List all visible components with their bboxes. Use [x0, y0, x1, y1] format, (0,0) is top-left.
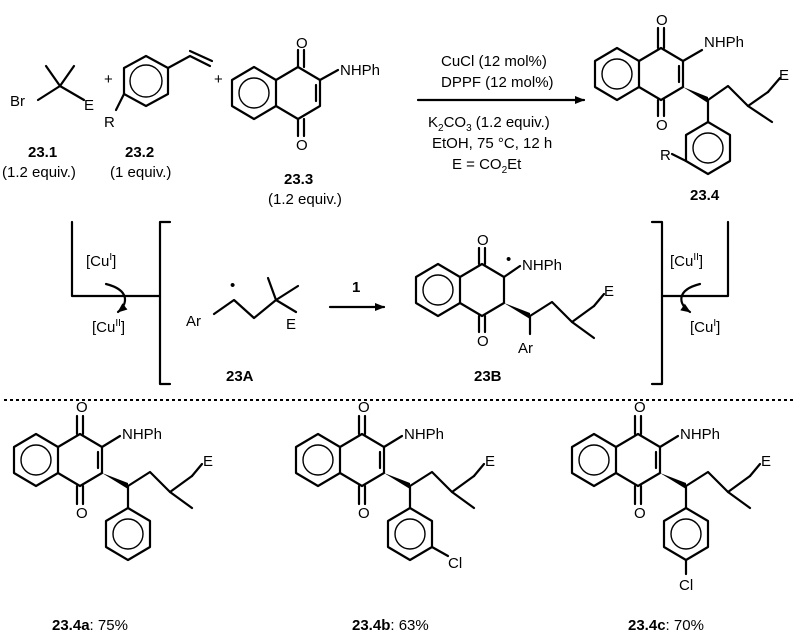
atom-o-bottom: O [76, 505, 88, 522]
condition-base: K2CO3 (1.2 equiv.) [428, 114, 550, 134]
atom-o-bottom: O [477, 333, 489, 350]
atom-ar: Ar [186, 313, 201, 330]
right-cu-i: [CuI] [690, 318, 720, 336]
reagent-23-3-structure: O O NHPh [230, 35, 380, 154]
atom-e: E [84, 97, 94, 114]
product-label-23-4c: 23.4c: 70% [628, 617, 704, 634]
product-23-4-structure: O O NHPh E R [593, 12, 789, 176]
atom-o-bottom: O [656, 117, 668, 134]
atom-r: R [104, 114, 115, 131]
left-cycle-line [70, 220, 162, 298]
intermediate-label-23b: 23B [474, 368, 502, 385]
atom-o-top: O [477, 232, 489, 249]
atom-o-top: O [76, 399, 88, 416]
atom-ar: Ar [518, 340, 533, 357]
radical-dot: • [506, 251, 511, 268]
compound-label-23-3: 23.3 [284, 171, 313, 188]
radical-dot: • [230, 277, 235, 294]
product-23-4a-structure: O O NHPh E [12, 399, 213, 562]
reagent-23-2-structure: R [104, 49, 214, 131]
atom-e: E [779, 67, 789, 84]
compound-label-23-1: 23.1 [28, 144, 57, 161]
atom-nhph: NHPh [680, 426, 720, 443]
condition-catalyst: CuCl (12 mol%) [441, 53, 547, 70]
plus-sign-2: + [214, 71, 223, 88]
condition-ligand: DPPF (12 mol%) [441, 74, 554, 91]
equiv-23-3: (1.2 equiv.) [268, 191, 342, 208]
atom-cl: Cl [679, 577, 693, 594]
atom-o-bottom: O [296, 137, 308, 154]
left-cu-arrow [104, 282, 128, 314]
product-label-23-4b: 23.4b: 63% [352, 617, 429, 634]
product-23-4b-structure: O O NHPh E Cl [294, 399, 495, 572]
atom-nhph: NHPh [522, 257, 562, 274]
equiv-23-1: (1.2 equiv.) [2, 164, 76, 181]
right-cu-arrow [680, 282, 702, 314]
intermediate-label-23a: 23A [226, 368, 254, 385]
product-23-4c-structure: O O NHPh E Cl [570, 399, 771, 594]
atom-o-top: O [358, 399, 370, 416]
atom-nhph: NHPh [122, 426, 162, 443]
atom-e: E [604, 283, 614, 300]
reagent-23-1-structure: Br E [10, 64, 94, 114]
atom-e: E [761, 453, 771, 470]
right-cu-ii: [CuII] [670, 252, 703, 270]
atom-e: E [286, 316, 296, 333]
atom-e: E [485, 453, 495, 470]
intermediate-23a-structure: Ar • E [186, 276, 300, 333]
compound-label-23-4: 23.4 [690, 187, 720, 204]
atom-o-bottom: O [634, 505, 646, 522]
right-cycle-line [660, 220, 730, 298]
atom-o-bottom: O [358, 505, 370, 522]
atom-r: R [660, 147, 671, 164]
atom-br: Br [10, 93, 25, 110]
condition-solvent: EtOH, 75 °C, 12 h [432, 135, 552, 152]
atom-o-top: O [296, 35, 308, 52]
intermediate-23b-structure: O O • NHPh Ar E [414, 232, 614, 357]
left-bracket [158, 220, 172, 386]
atom-nhph: NHPh [404, 426, 444, 443]
left-cu-i: [CuI] [86, 252, 116, 270]
condition-e-definition: E = CO2Et [452, 156, 522, 176]
step-label: 1 [352, 279, 360, 296]
atom-e: E [203, 453, 213, 470]
atom-nhph: NHPh [340, 62, 380, 79]
compound-label-23-2: 23.2 [125, 144, 154, 161]
plus-sign-1: + [104, 71, 113, 88]
atom-o-top: O [634, 399, 646, 416]
product-label-23-4a: 23.4a: 75% [52, 617, 128, 634]
right-bracket [650, 220, 664, 386]
atom-cl: Cl [448, 555, 462, 572]
atom-nhph: NHPh [704, 34, 744, 51]
equiv-23-2: (1 equiv.) [110, 164, 171, 181]
left-cu-ii: [CuII] [92, 318, 125, 336]
atom-o-top: O [656, 12, 668, 29]
